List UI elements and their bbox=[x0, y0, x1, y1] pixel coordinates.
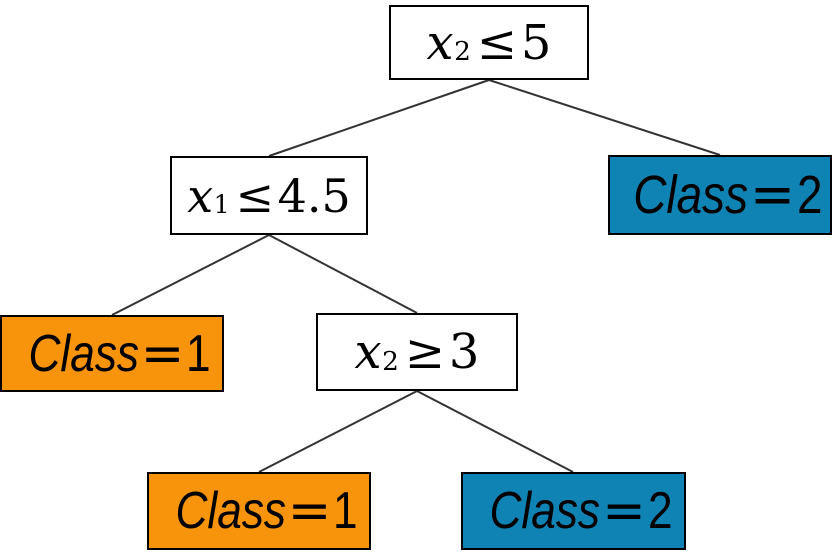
variable: x bbox=[354, 324, 382, 380]
operator: ≤ bbox=[476, 14, 518, 71]
leaf-label: Class bbox=[175, 482, 286, 540]
threshold: 3 bbox=[448, 324, 480, 380]
leaf-label: Class bbox=[632, 165, 748, 225]
leaf-operator: = bbox=[287, 481, 332, 541]
operator: ≤ bbox=[235, 168, 274, 223]
leaf-node-right: Class=2 bbox=[608, 155, 832, 235]
leaf-value: 1 bbox=[186, 324, 212, 383]
edge-x1-to-class1 bbox=[111, 234, 270, 316]
subscript: 2 bbox=[382, 345, 399, 377]
leaf-value: 2 bbox=[797, 165, 823, 225]
leaf-operator: = bbox=[602, 481, 646, 541]
threshold: 4.5 bbox=[277, 168, 351, 223]
leaf-node-left-left: Class=1 bbox=[0, 315, 224, 392]
edge-root-to-x1 bbox=[268, 79, 490, 157]
edge-x1-to-x2ge bbox=[268, 234, 418, 314]
leaf-label: Class bbox=[28, 324, 139, 383]
operator: ≥ bbox=[404, 324, 446, 380]
leaf-node-bottom-right: Class=2 bbox=[461, 472, 686, 550]
leaf-value: 1 bbox=[333, 482, 359, 540]
edge-x2ge-to-class2 bbox=[416, 390, 574, 473]
subscript: 1 bbox=[213, 190, 230, 220]
subscript: 2 bbox=[454, 36, 471, 68]
threshold: 5 bbox=[520, 14, 552, 71]
leaf-value: 2 bbox=[647, 482, 673, 540]
edge-root-to-class2 bbox=[488, 79, 721, 156]
leaf-node-bottom-left: Class=1 bbox=[147, 472, 371, 550]
variable: x bbox=[426, 14, 454, 71]
leaf-operator: = bbox=[749, 163, 796, 226]
variable: x bbox=[187, 168, 214, 223]
leaf-label: Class bbox=[489, 482, 601, 540]
leaf-operator: = bbox=[140, 323, 185, 384]
edge-x2ge-to-class1 bbox=[258, 390, 418, 473]
